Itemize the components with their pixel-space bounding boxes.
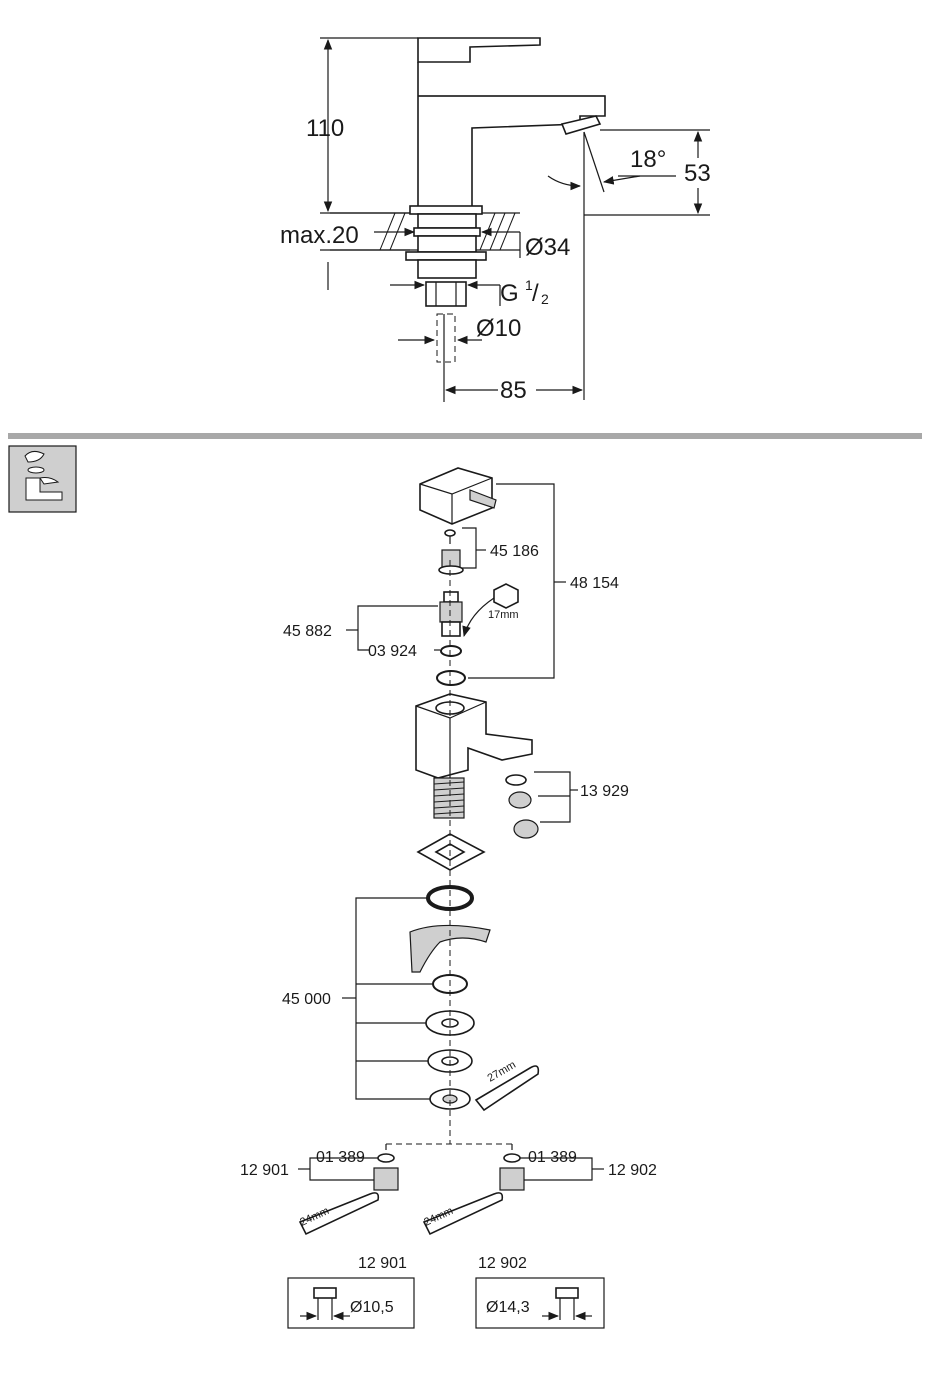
label-17mm: 17mm [488, 609, 519, 621]
dim-85: 85 [500, 377, 527, 404]
dim-53: 53 [684, 160, 711, 187]
lever-outline [418, 38, 540, 62]
part-13929: 13 929 [580, 783, 629, 800]
flow-line [584, 132, 604, 192]
base-washer [406, 252, 486, 260]
dim-angle: 18° [630, 146, 666, 173]
hex-icon-17 [494, 584, 518, 608]
spare-parts-icon [9, 446, 76, 512]
part-45186: 45 186 [490, 543, 539, 560]
faucet-side-view [320, 38, 710, 402]
cartridge [440, 592, 462, 636]
dim-diameter-10: Ø10 [476, 315, 521, 342]
part-03924: 03 924 [368, 643, 417, 660]
detail-title-12902: 12 902 [478, 1255, 527, 1272]
part-12901: 12 901 [240, 1162, 289, 1179]
part-48154: 48 154 [570, 575, 619, 592]
dim-thread-slash: / [532, 280, 539, 307]
exploded-view [298, 468, 604, 1234]
detail-title-12901: 12 901 [358, 1255, 407, 1272]
part-01389-left: 01 389 [316, 1149, 365, 1166]
dim-110: 110 [306, 115, 344, 142]
dim-diameter-34: Ø34 [525, 234, 570, 261]
dim-thread-den: 2 [541, 291, 549, 307]
dim-max-deck: max.20 [280, 222, 359, 249]
hose-outline [437, 314, 455, 362]
part-01389-right: 01 389 [528, 1149, 577, 1166]
dim-thread: G [500, 280, 519, 307]
connection-nut [426, 282, 466, 306]
detail-dim-12902: Ø14,3 [486, 1299, 530, 1316]
part-12902: 12 902 [608, 1162, 657, 1179]
o-ring [441, 646, 461, 656]
section-divider [8, 433, 922, 439]
top-washer [437, 671, 465, 685]
part-45882: 45 882 [283, 623, 332, 640]
body-outline [418, 62, 605, 212]
detail-dim-12901: Ø10,5 [350, 1299, 394, 1316]
handle-block [420, 468, 496, 524]
part-45000: 45 000 [282, 991, 331, 1008]
